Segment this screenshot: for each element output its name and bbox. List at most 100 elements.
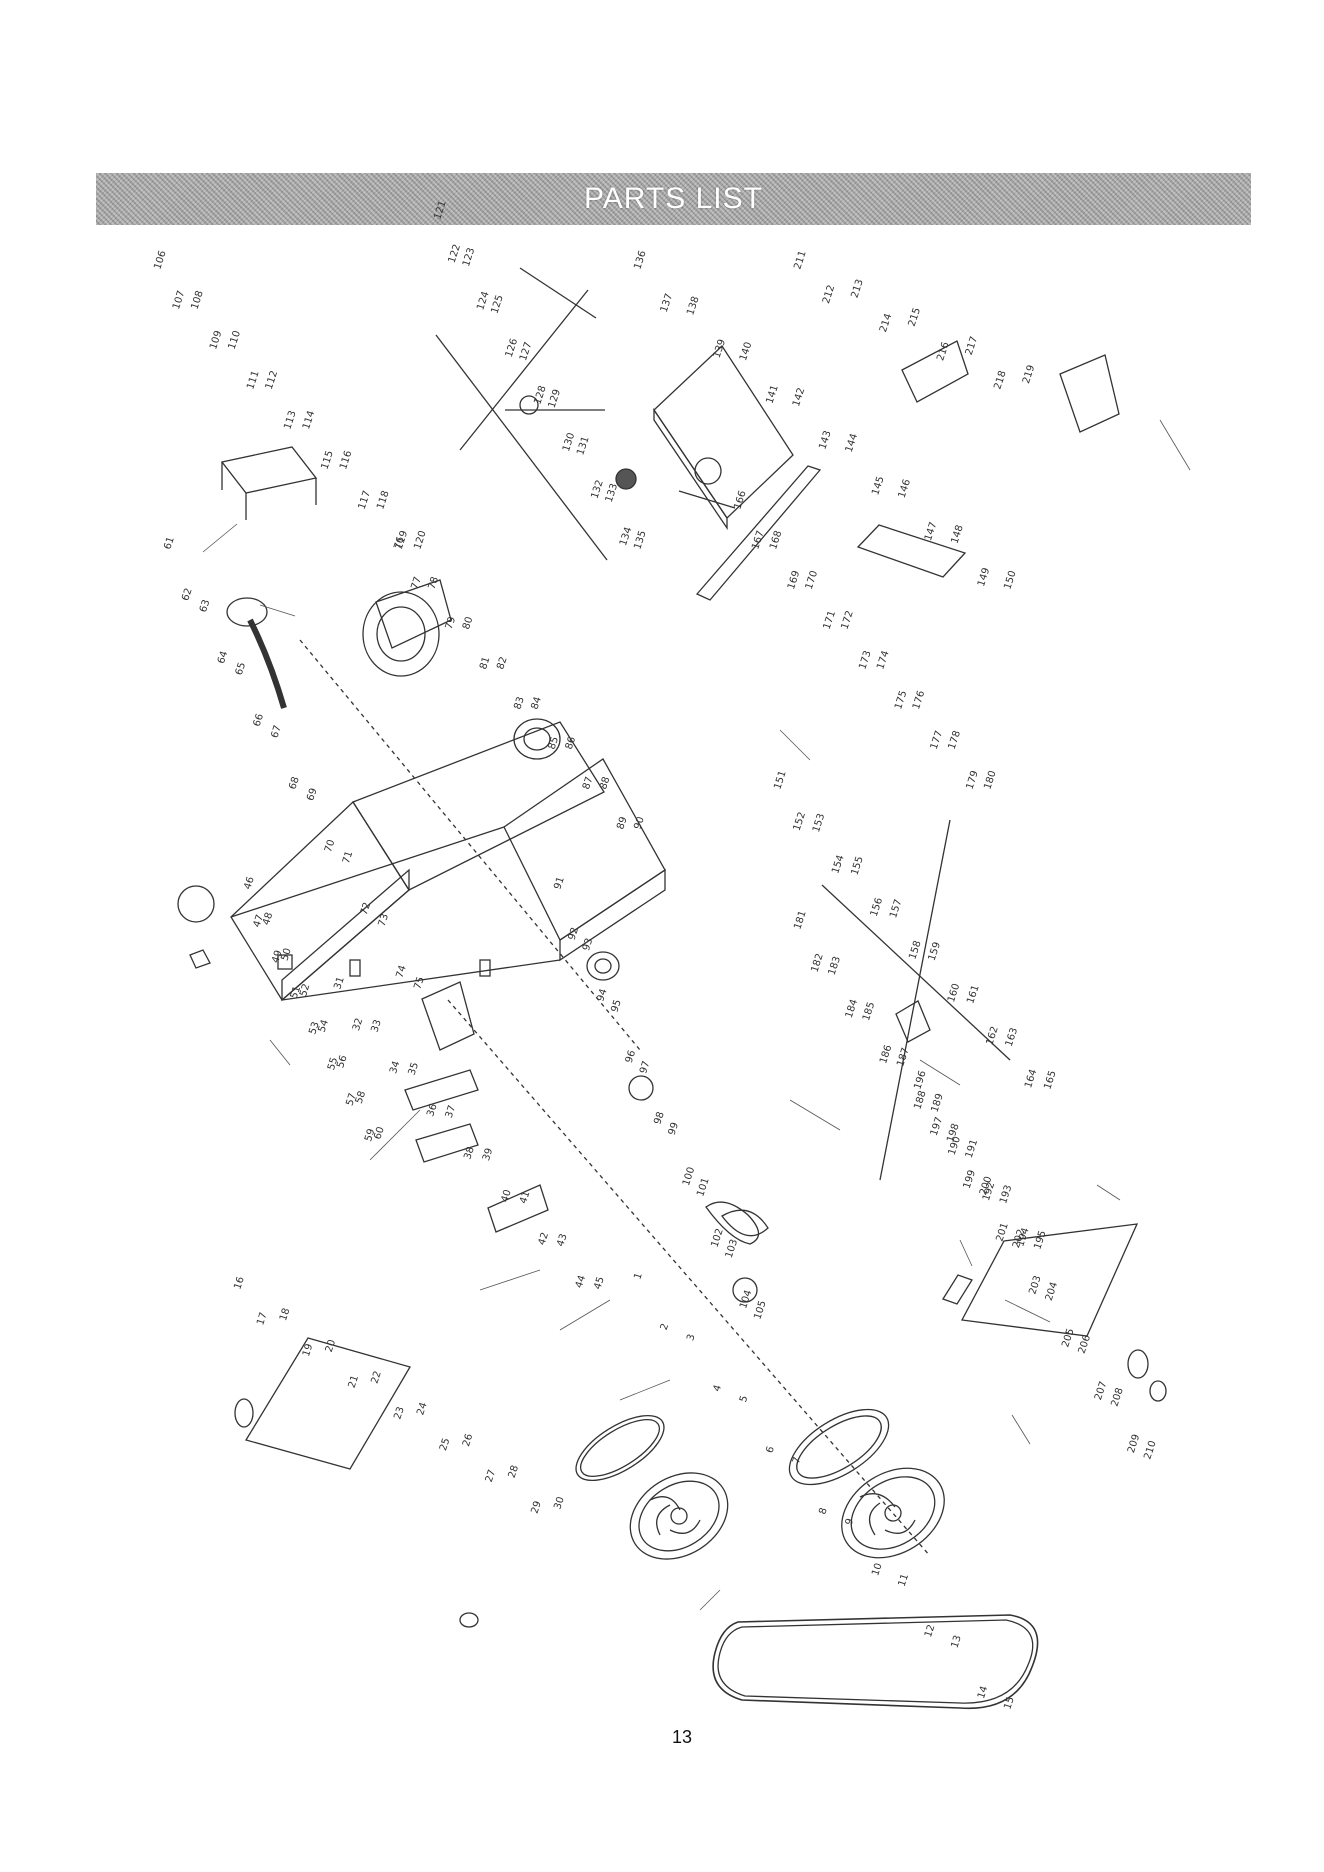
- part-callout: 87: [581, 775, 595, 791]
- part-callout: 163: [1004, 1026, 1020, 1048]
- part-callout: 92: [567, 926, 581, 942]
- part-callout: 19: [301, 1343, 315, 1359]
- part-callout: 167: [750, 529, 766, 551]
- part-callout: 153: [811, 812, 827, 834]
- part-callout: 123: [461, 246, 477, 268]
- part-callout: 93: [581, 937, 595, 953]
- part-callout: 100: [681, 1166, 697, 1188]
- part-callout: 6: [764, 1445, 776, 1454]
- part-callout: 210: [1142, 1439, 1158, 1461]
- tension-lever-assembly: [821, 819, 1011, 1181]
- part-callout: 142: [791, 386, 807, 408]
- part-callout: 191: [964, 1138, 980, 1160]
- part-callout: 128: [532, 384, 548, 406]
- part-callout: 186: [878, 1044, 894, 1066]
- part-callout: 212: [821, 284, 837, 306]
- part-callout: 135: [632, 529, 648, 551]
- part-callout: 193: [998, 1184, 1014, 1206]
- part-callout: 62: [180, 587, 194, 603]
- part-callout: 31: [332, 975, 346, 991]
- fence-bracket: [901, 340, 1120, 433]
- part-callout: 82: [495, 655, 509, 671]
- part-callout: 183: [827, 955, 843, 977]
- part-callout: 41: [518, 1190, 532, 1206]
- part-callout: 129: [547, 388, 563, 410]
- part-callout: 171: [822, 609, 838, 631]
- part-callout: 104: [738, 1289, 754, 1311]
- part-callout: 168: [768, 529, 784, 551]
- part-callout: 155: [849, 855, 865, 877]
- part-callout: 55: [326, 1056, 340, 1072]
- part-callout: 146: [897, 478, 913, 500]
- part-callout: 10: [870, 1562, 884, 1578]
- part-callout: 76: [392, 535, 406, 551]
- part-callout: 149: [976, 566, 992, 588]
- part-callout: 91: [552, 875, 566, 891]
- part-callout: 138: [685, 295, 701, 317]
- lower-wheel: [788, 1408, 945, 1559]
- part-callout: 139: [712, 338, 728, 360]
- part-callout: 176: [911, 689, 927, 711]
- part-callout: 43: [555, 1233, 569, 1249]
- part-callout: 15: [1002, 1695, 1016, 1711]
- part-callout: 30: [552, 1495, 566, 1511]
- part-callout: 217: [964, 335, 980, 357]
- part-callout: 204: [1044, 1281, 1060, 1303]
- part-callout: 208: [1109, 1386, 1125, 1408]
- part-callout: 157: [888, 898, 904, 920]
- part-callout: 83: [512, 695, 526, 711]
- part-callout: 28: [507, 1464, 521, 1480]
- part-callout: 102: [709, 1227, 725, 1249]
- part-callout: 73: [377, 913, 391, 929]
- part-callout: 131: [575, 435, 591, 457]
- page-title: PARTS LIST: [584, 182, 763, 215]
- part-callout: 58: [354, 1090, 368, 1106]
- part-callout: 42: [537, 1231, 551, 1247]
- part-callout: 112: [264, 369, 280, 391]
- part-callout: 20: [324, 1338, 338, 1354]
- part-callout: 2: [659, 1322, 671, 1331]
- part-callout: 170: [804, 569, 820, 591]
- part-callout: 75: [412, 975, 426, 991]
- part-callout: 125: [489, 294, 505, 316]
- part-callout: 46: [242, 875, 256, 891]
- part-callout: 7: [791, 1456, 803, 1465]
- part-callout: 120: [412, 529, 428, 551]
- part-callout: 203: [1027, 1274, 1043, 1296]
- part-callout: 182: [809, 952, 825, 974]
- part-callout: 85: [547, 735, 561, 751]
- part-callout: 181: [792, 909, 808, 931]
- part-callout: 140: [738, 341, 754, 363]
- part-callout: 136: [632, 249, 648, 271]
- drive-belt: [705, 1201, 760, 1245]
- part-callout: 99: [667, 1121, 681, 1137]
- part-callout: 137: [659, 292, 675, 314]
- part-callout: 185: [861, 1001, 877, 1023]
- part-callout: 151: [772, 769, 788, 791]
- part-callout: 197: [929, 1116, 945, 1138]
- part-callout: 65: [234, 661, 248, 677]
- part-callout: 159: [927, 941, 943, 963]
- part-callout: 150: [1002, 569, 1018, 591]
- part-callout: 26: [461, 1433, 475, 1449]
- part-callout: 118: [375, 489, 391, 511]
- part-callout: 113: [282, 409, 298, 431]
- part-callout: 67: [269, 724, 283, 740]
- part-callout: 27: [484, 1468, 498, 1484]
- part-callout: 205: [1060, 1327, 1076, 1349]
- part-callout: 187: [895, 1046, 911, 1068]
- part-callout: 189: [929, 1092, 945, 1114]
- part-callout: 215: [907, 306, 923, 328]
- part-callout: 216: [935, 341, 951, 363]
- part-callout: 21: [347, 1374, 361, 1390]
- part-callout: 165: [1042, 1069, 1058, 1091]
- part-callout: 148: [949, 524, 965, 546]
- part-callout: 60: [372, 1125, 386, 1141]
- part-callout: 111: [245, 369, 261, 391]
- part-callout: 180: [982, 769, 998, 791]
- part-callout: 130: [561, 431, 577, 453]
- part-callout: 219: [1021, 364, 1037, 386]
- drive-pulleys: [586, 951, 769, 1303]
